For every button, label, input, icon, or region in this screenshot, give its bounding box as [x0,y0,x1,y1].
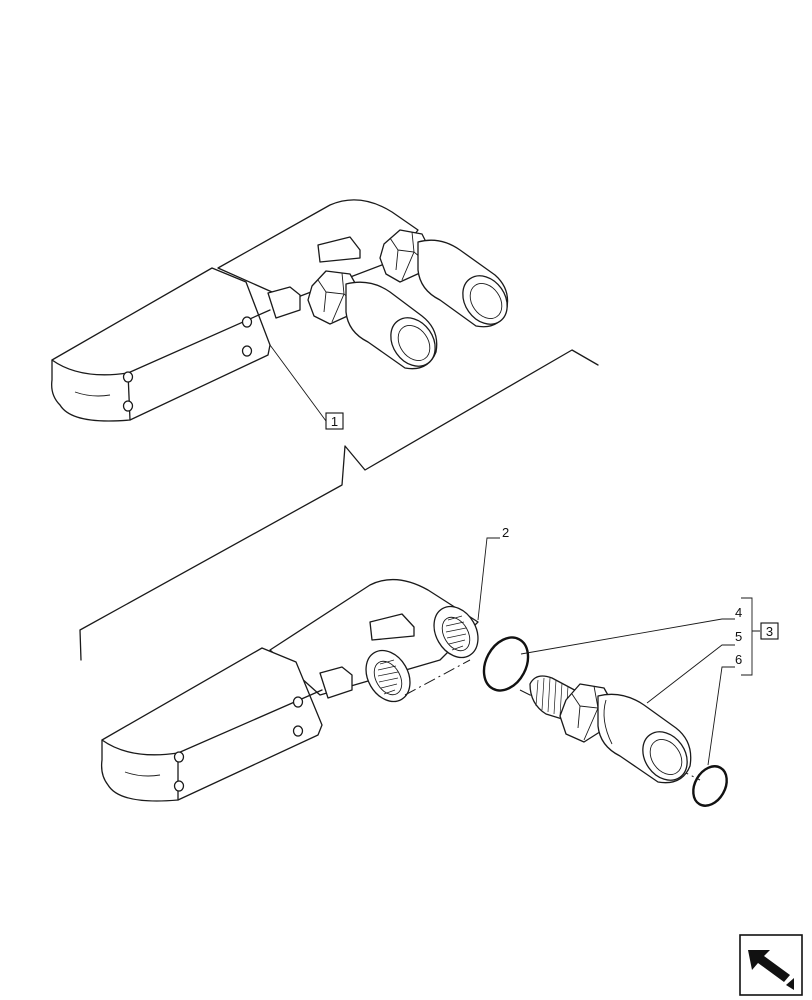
leader-6 [707,666,735,766]
callout-4: 4 [735,605,742,620]
svg-text:3: 3 [766,624,773,639]
group-bracket [741,597,760,676]
manifold-body [100,578,479,802]
coupler-front [307,270,438,370]
coupler-back [379,229,509,328]
leader-4 [520,618,735,655]
leader-5 [646,644,735,704]
svg-text:1: 1 [331,414,338,429]
callout-1: 1 [325,412,344,430]
o-ring-6 [692,765,728,807]
callout-3: 3 [760,622,779,640]
threaded-port-front [365,649,411,703]
o-ring-4 [482,636,530,692]
threaded-port-back [433,605,479,659]
callout-6: 6 [735,652,742,667]
callout-2: 2 [502,525,509,540]
assembled-manifold [51,199,509,422]
leader-1 [269,344,327,422]
explode-bracket [79,349,599,661]
arrow-nav-icon[interactable] [739,934,803,996]
coupler-exploded [529,675,692,784]
leader-2 [477,537,500,621]
callout-5: 5 [735,629,742,644]
